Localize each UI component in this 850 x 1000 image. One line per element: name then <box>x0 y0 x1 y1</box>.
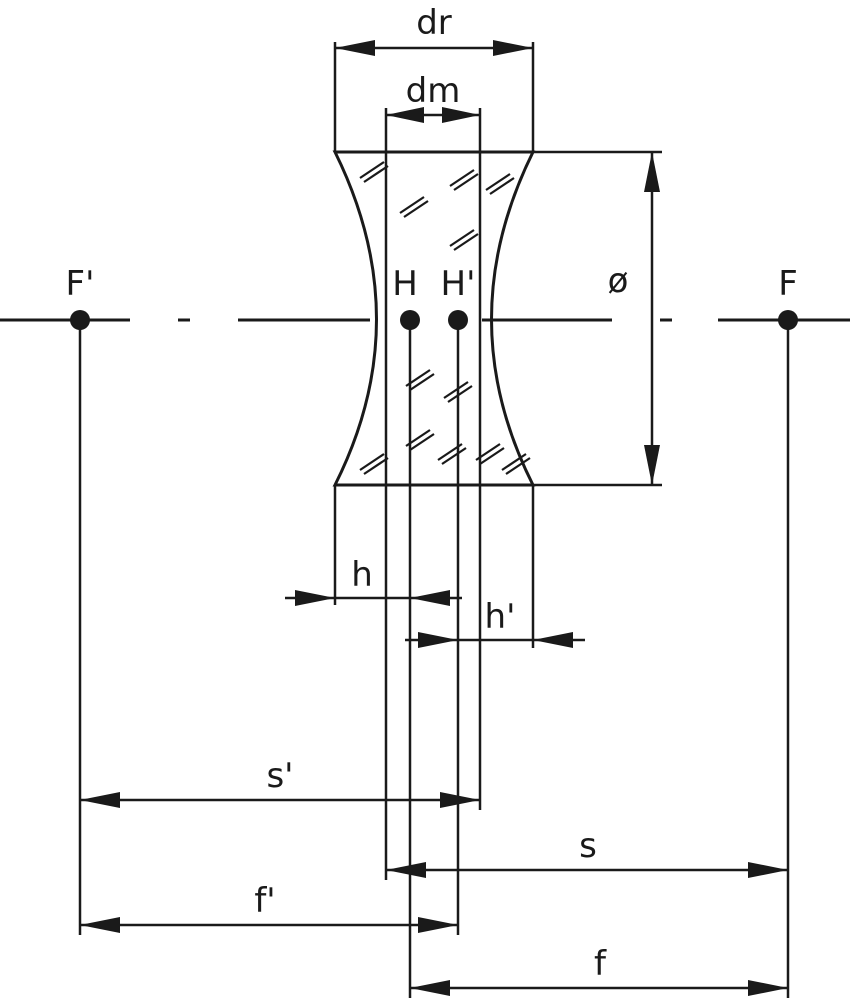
s-label: s <box>579 826 597 866</box>
dm-label: dm <box>406 71 461 111</box>
glass-hatching <box>359 161 531 475</box>
focal-point-f-prime-label: F' <box>66 264 95 304</box>
focal-point-f: F <box>778 264 798 998</box>
dm-dimension: dm <box>384 71 482 880</box>
f-prime-dimension: f' <box>80 881 458 933</box>
diameter-dimension: ø <box>533 150 662 487</box>
h-label: h <box>351 555 373 595</box>
principal-point-h: H <box>392 264 420 998</box>
s-dimension: s <box>386 826 788 878</box>
dr-dimension: dr <box>333 3 535 152</box>
dr-label: dr <box>416 3 452 43</box>
principal-point-h-label: H <box>392 264 418 304</box>
f-label: f <box>594 944 607 984</box>
f-prime-label: f' <box>254 881 275 921</box>
h-prime-dimension: h' <box>405 597 585 648</box>
diameter-label: ø <box>608 261 629 301</box>
focal-point-f-prime: F' <box>66 264 95 935</box>
s-prime-label: s' <box>266 756 293 796</box>
principal-point-h-prime-label: H' <box>441 264 476 304</box>
f-dimension: f <box>410 944 788 996</box>
principal-point-h-prime: H' <box>441 264 476 935</box>
h-dimension: h <box>285 555 462 606</box>
s-prime-dimension: s' <box>80 756 480 808</box>
focal-point-f-label: F <box>778 264 798 304</box>
h-prime-label: h' <box>485 597 516 637</box>
